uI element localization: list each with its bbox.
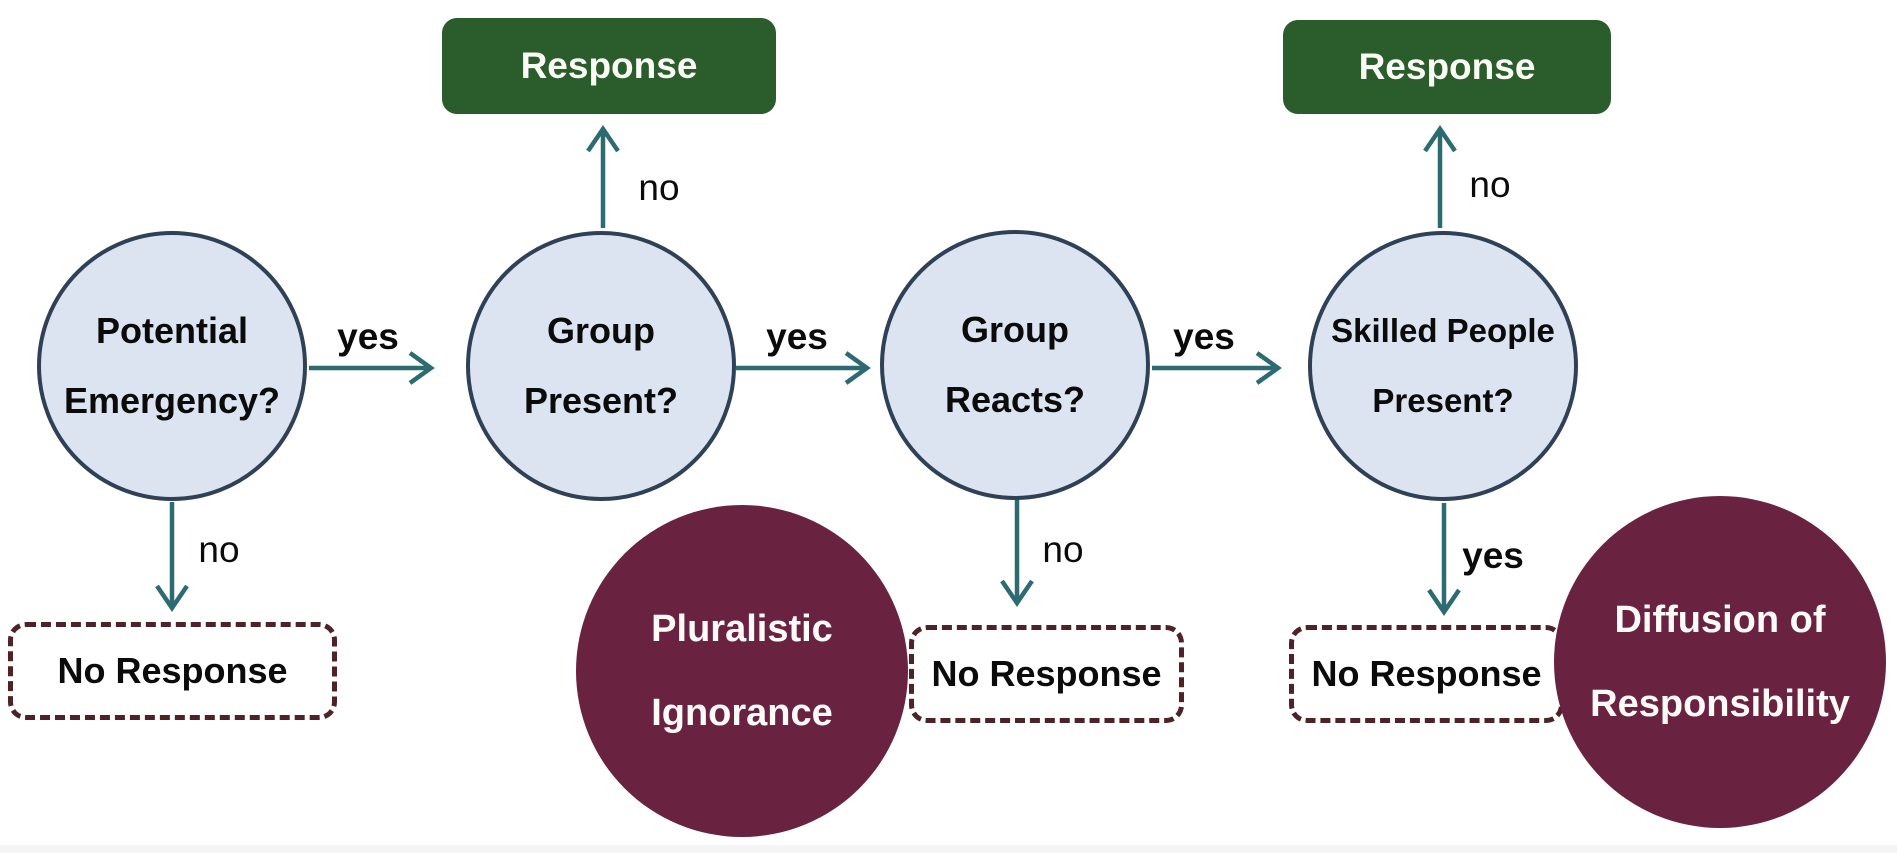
decision-group-reacts-line2: Reacts? bbox=[944, 379, 1086, 420]
no-response-box-2-label: No Response bbox=[931, 653, 1162, 694]
bottom-strip bbox=[0, 845, 1897, 853]
phenomenon-diffusion-of-responsibility-line2: Responsibility bbox=[1590, 683, 1850, 725]
phenomenon-pluralistic-ignorance-line2: Ignorance bbox=[651, 692, 833, 734]
arrow-yes-skilled-people-to-no-response bbox=[1427, 503, 1461, 616]
response-box-2: Response bbox=[1283, 20, 1611, 114]
no-response-box-3-label: No Response bbox=[1311, 653, 1542, 694]
no-response-box-1: No Response bbox=[8, 622, 337, 720]
decision-potential-emergency-line1: Potential bbox=[95, 310, 248, 351]
arrow-no-skilled-people-to-response bbox=[1423, 125, 1457, 228]
decision-group-present-line1: Group bbox=[547, 310, 655, 351]
decision-group-reacts-line1: Group bbox=[961, 309, 1069, 350]
arrow-no-emergency-to-no-response bbox=[155, 502, 189, 612]
decision-potential-emergency: Potential Emergency? bbox=[37, 231, 307, 501]
decision-skilled-people-present: Skilled People Present? bbox=[1308, 231, 1578, 501]
decision-group-present: Group Present? bbox=[466, 231, 736, 501]
edge-label-yes-4: yes bbox=[1462, 535, 1524, 576]
decision-group-present-line2: Present? bbox=[523, 380, 679, 421]
response-box-1-label: Response bbox=[520, 45, 698, 86]
phenomenon-diffusion-of-responsibility: Diffusion of Responsibility bbox=[1554, 496, 1886, 828]
phenomenon-pluralistic-ignorance: Pluralistic Ignorance bbox=[576, 505, 908, 837]
no-response-box-1-label: No Response bbox=[57, 650, 288, 691]
phenomenon-pluralistic-ignorance-line1: Pluralistic bbox=[651, 608, 833, 650]
response-box-1: Response bbox=[442, 18, 776, 114]
decision-skilled-people-present-line1: Skilled People bbox=[1331, 312, 1555, 349]
edge-label-yes-1: yes bbox=[337, 316, 399, 357]
arrow-no-group-reacts-to-no-response bbox=[1000, 499, 1034, 607]
edge-label-no-1: no bbox=[198, 529, 240, 570]
decision-skilled-people-present-line2: Present? bbox=[1372, 382, 1514, 419]
arrow-no-group-present-to-response bbox=[586, 125, 620, 228]
edge-label-yes-2: yes bbox=[766, 316, 828, 357]
no-response-box-2: No Response bbox=[909, 625, 1184, 723]
edge-label-no-4: no bbox=[1469, 164, 1511, 205]
edge-label-yes-3: yes bbox=[1173, 316, 1235, 357]
phenomenon-diffusion-of-responsibility-line1: Diffusion of bbox=[1614, 599, 1826, 641]
no-response-box-3: No Response bbox=[1289, 625, 1564, 723]
edge-label-no-3: no bbox=[1042, 529, 1084, 570]
edge-label-no-2: no bbox=[638, 167, 680, 208]
decision-potential-emergency-line2: Emergency? bbox=[63, 380, 281, 421]
response-box-2-label: Response bbox=[1358, 46, 1536, 87]
decision-group-reacts: Group Reacts? bbox=[880, 230, 1150, 500]
